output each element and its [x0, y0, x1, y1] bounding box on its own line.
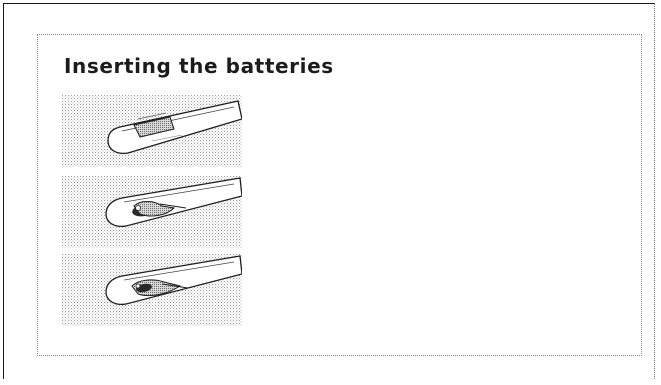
battery-step-2-illustration	[62, 176, 242, 248]
battery-step-1-illustration	[62, 95, 242, 167]
section-title: Inserting the batteries	[64, 54, 334, 78]
battery-step-3-illustration	[62, 254, 242, 326]
